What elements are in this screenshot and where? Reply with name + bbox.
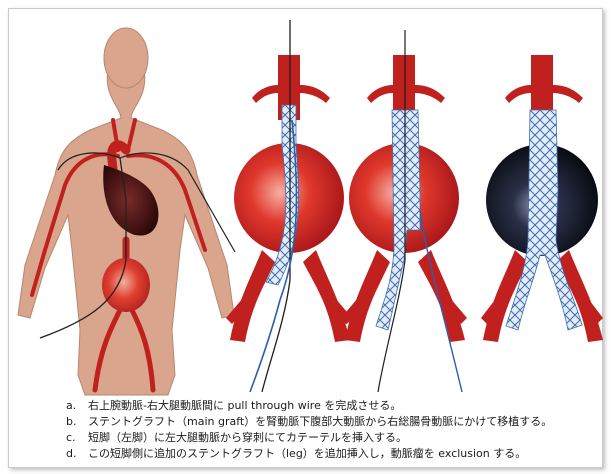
caption-a: a. 右上腕動脈-右大腿動脈間に pull through wire を完成させ…: [66, 398, 596, 414]
caption-text: ステントグラフト（main graft）を腎動脈下腹部大動脈から右総腸骨動脈にか…: [88, 414, 552, 430]
caption-text: この短脚側に追加のステントグラフト（leg）を追加挿入し，動脈瘤を exclus…: [88, 446, 526, 462]
panel-b: [341, 30, 467, 392]
caption-text: 右上腕動脈-右大腿動脈間に pull through wire を完成させる。: [88, 398, 401, 414]
panel-cd: [481, 55, 603, 342]
caption-letter: b.: [66, 414, 88, 430]
caption-text: 短脚（左脚）に左大腿動脈から穿刺にてカテーテルを挿入する。: [88, 430, 407, 446]
caption-c: c. 短脚（左脚）に左大腿動脈から穿刺にてカテーテルを挿入する。: [66, 430, 596, 446]
panel-a: [226, 20, 352, 392]
caption-letter: c.: [66, 430, 88, 446]
body-aneurysm: [102, 258, 150, 312]
caption-letter: a.: [66, 398, 88, 414]
caption-list: a. 右上腕動脈-右大腿動脈間に pull through wire を完成させ…: [66, 398, 596, 462]
caption-b: b. ステントグラフト（main graft）を腎動脈下腹部大動脈から右総腸骨動…: [66, 414, 596, 430]
caption-letter: d.: [66, 446, 88, 462]
caption-d: d. この短脚側に追加のステントグラフト（leg）を追加挿入し，動脈瘤を exc…: [66, 446, 596, 462]
